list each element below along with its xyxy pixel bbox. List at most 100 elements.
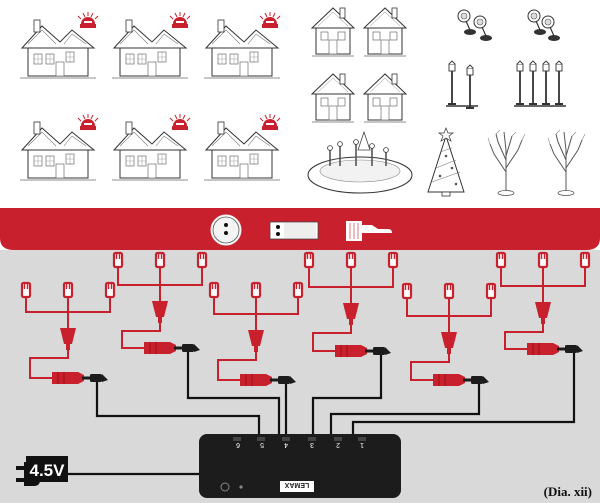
port-label: 1 [360, 441, 364, 448]
extension-wire [213, 298, 299, 381]
cottage-icon [363, 73, 407, 123]
cable-clip-icon [112, 251, 124, 269]
lamp-post-icon [465, 64, 475, 109]
extension-wire [25, 298, 111, 379]
spotlight-icon [457, 9, 477, 36]
adapter-port [233, 437, 241, 441]
adapter-port-labels: 6 5 4 3 2 1 [236, 441, 364, 448]
village-house-icon [19, 121, 97, 181]
lighted-tree-icon [547, 129, 586, 196]
village-house-icon [111, 121, 189, 181]
cable-port-1 [351, 349, 576, 436]
extension-plug-icon [432, 373, 466, 387]
cable-clip-icon [250, 281, 262, 299]
lamp-post-group [446, 60, 566, 109]
cottage-group [311, 7, 407, 123]
wall-plug-icon: 4.5V [16, 456, 68, 486]
extension-plug-icon [334, 344, 368, 358]
lamp-post-icon [515, 60, 525, 105]
cable-port-6 [95, 378, 261, 436]
extension-plug-icon [51, 371, 85, 385]
splitter-module-group [20, 251, 591, 387]
splitter-module [20, 281, 116, 385]
lamp-post-icon [528, 60, 538, 105]
adapter-port [334, 437, 342, 441]
splitter-module [495, 251, 591, 356]
cable-clip-icon [154, 251, 166, 269]
extension-cord-icon [346, 221, 392, 241]
led-beacon-icon [169, 11, 191, 29]
adapter-cable-group [30, 348, 576, 476]
extension-wire [308, 268, 394, 352]
port-label: 3 [310, 441, 314, 448]
cable-clip-icon [303, 251, 315, 269]
led-beacon-icon [77, 113, 99, 131]
lamp-post-icon [541, 60, 551, 105]
port-label: 6 [236, 441, 240, 448]
port-label: 5 [260, 441, 264, 448]
power-indicator-icon [239, 485, 243, 489]
lamp-post-icon [447, 60, 457, 105]
connector-tip [385, 347, 391, 355]
lighted-tree-group [487, 129, 586, 196]
adapter-port-group [233, 437, 366, 441]
connector-tip [577, 345, 583, 353]
led-beacon-icon [77, 11, 99, 29]
cable-clip-icon [20, 281, 32, 299]
voltage-badge [26, 456, 68, 482]
cable-clip-icon [292, 281, 304, 299]
village-house-icon [203, 121, 281, 181]
cottage-icon [311, 7, 355, 57]
extension-plug-icon [239, 373, 273, 387]
extension-wire [117, 268, 203, 349]
lighted-tree-icon [487, 129, 526, 196]
splitter-module [303, 251, 399, 358]
connector-tip [102, 374, 108, 382]
led-beacon-icon [259, 11, 281, 29]
adapter-jack-icon [220, 482, 230, 492]
round-plug-icon [210, 214, 242, 246]
cable-clip-icon [387, 251, 399, 269]
village-house-icon [203, 19, 281, 79]
cable-clip-icon [495, 251, 507, 269]
cable-clip-icon [579, 251, 591, 269]
splitter-module [112, 251, 208, 355]
splitter-module [208, 281, 304, 387]
skating-pond-icon [307, 130, 413, 194]
extension-plug-icon [526, 342, 560, 356]
village-house-icon [111, 19, 189, 79]
connector-tip [194, 344, 200, 352]
village-house-icon [19, 19, 97, 79]
port-label: 2 [336, 441, 340, 448]
splitter-module [401, 282, 497, 387]
power-adapter: 6 5 4 3 2 1 LEMAX [199, 434, 401, 498]
extension-plug-icon [143, 341, 177, 355]
port-label: 4 [284, 441, 288, 448]
village-house-group [19, 11, 281, 181]
cable-clip-icon [208, 281, 220, 299]
cable-clip-icon [62, 281, 74, 299]
cable-port-2 [329, 380, 481, 436]
cottage-icon [311, 73, 355, 123]
cable-clip-icon [401, 282, 413, 300]
cable-clip-icon [104, 281, 116, 299]
cable-port-5 [186, 348, 281, 436]
adapter-port [282, 437, 290, 441]
adapter-port [358, 437, 366, 441]
spotlight-icon [473, 15, 493, 42]
cottage-icon [363, 7, 407, 57]
brand-label: LEMAX [284, 481, 309, 488]
extension-wire [500, 268, 586, 350]
lamp-post-icon [554, 60, 564, 105]
connector-tip [290, 376, 296, 384]
adapter-port [257, 437, 265, 441]
voltage-label: 4.5V [30, 461, 66, 480]
adapter-plug-icon [269, 221, 319, 240]
spotlight-group [457, 9, 561, 42]
led-beacon-icon [259, 113, 281, 131]
cable-clip-icon [443, 282, 455, 300]
spotlight-icon [541, 15, 561, 42]
brand-plate [280, 481, 314, 492]
